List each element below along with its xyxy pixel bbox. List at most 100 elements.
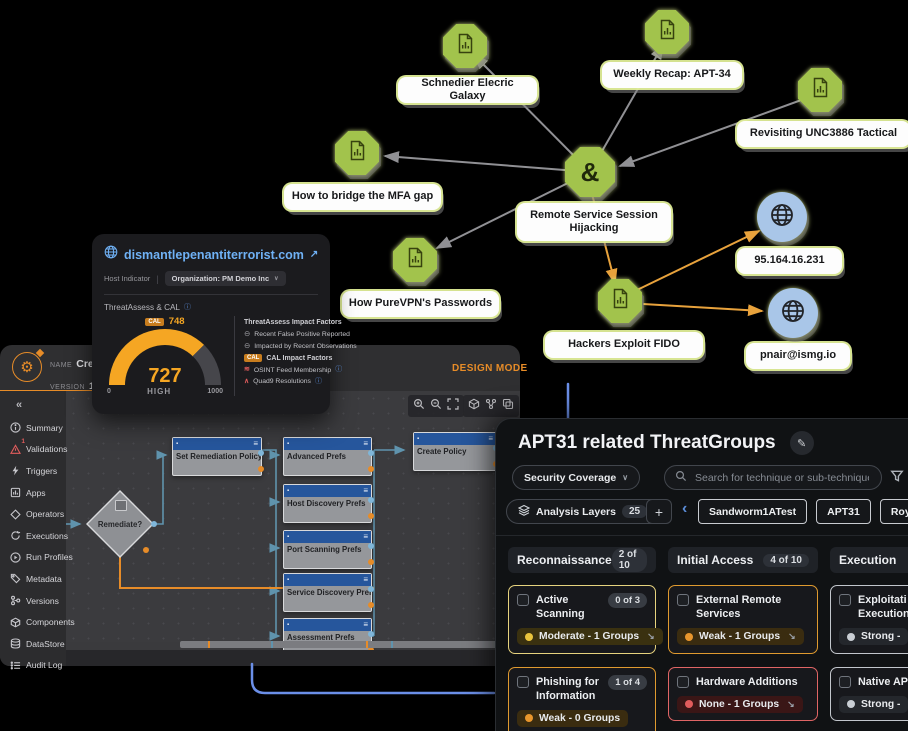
- checkbox[interactable]: [839, 594, 851, 606]
- graph-label-report[interactable]: How to bridge the MFA gap: [284, 184, 441, 210]
- menu-icon[interactable]: ≡: [363, 439, 368, 448]
- output-port[interactable]: [368, 543, 374, 549]
- and-operator-node[interactable]: &: [565, 147, 615, 197]
- menu-icon[interactable]: ≡: [488, 434, 493, 443]
- zoom-out-icon[interactable]: [430, 397, 442, 415]
- security-coverage-dropdown[interactable]: Security Coverage∨: [512, 465, 641, 490]
- coverage-badge[interactable]: Moderate - 1 Groups↘: [517, 628, 663, 646]
- sidebar-item-run-profiles[interactable]: Run Profiles: [0, 547, 73, 569]
- workflow-node[interactable]: ▪≡Service Discovery Prefs: [283, 573, 374, 612]
- sidebar-item-summary[interactable]: Summary: [0, 417, 66, 439]
- tab-royal-ransom[interactable]: Royal Ransomw: [879, 499, 908, 524]
- error-port[interactable]: [143, 547, 149, 553]
- coverage-badge[interactable]: None - 1 Groups↘: [677, 695, 803, 713]
- output-port[interactable]: [151, 521, 157, 527]
- cube-tool-icon[interactable]: [468, 397, 480, 415]
- output-port[interactable]: [368, 586, 374, 592]
- checkbox[interactable]: [839, 675, 851, 688]
- graph-label-report[interactable]: Hackers Exploit FIDO: [545, 332, 703, 358]
- sidebar-item-components[interactable]: Components: [0, 611, 75, 633]
- menu-icon[interactable]: ≡: [363, 620, 368, 629]
- checkbox[interactable]: [517, 594, 529, 606]
- sidebar-item-datastore[interactable]: DataStore: [0, 633, 66, 655]
- filter-icon[interactable]: [890, 469, 904, 488]
- error-port[interactable]: [368, 602, 374, 608]
- workflow-node[interactable]: ▪≡Port Scanning Prefs: [283, 530, 374, 569]
- sidebar-collapse-icon[interactable]: «: [16, 399, 23, 411]
- error-port[interactable]: [368, 559, 374, 565]
- sidebar-item-versions[interactable]: Versions: [0, 590, 66, 612]
- info-icon[interactable]: ⓘ: [314, 377, 322, 385]
- analysis-layers-dropdown[interactable]: Analysis Layers 25 ∨: [506, 499, 671, 524]
- graph-label-report[interactable]: Weekly Recap: APT-34: [602, 62, 742, 88]
- tab-apt31[interactable]: APT31: [816, 499, 871, 524]
- fit-view-icon[interactable]: [447, 397, 459, 415]
- canvas-minimap[interactable]: [180, 641, 516, 648]
- graph-label-report[interactable]: Revisiting UNC3886 Tactical: [737, 121, 908, 147]
- coverage-badge[interactable]: Weak - 1 Groups↘: [677, 628, 804, 646]
- ip-address-node[interactable]: [757, 192, 807, 242]
- technique-card[interactable]: External Remote Services Weak - 1 Groups…: [668, 585, 818, 654]
- sidebar-item-executions[interactable]: Executions: [0, 525, 68, 547]
- output-port[interactable]: [258, 450, 264, 456]
- report-node[interactable]: [798, 68, 842, 112]
- menu-icon[interactable]: ≡: [363, 575, 368, 584]
- coverage-badge[interactable]: Weak - 0 Groups: [517, 709, 629, 727]
- info-icon[interactable]: ⓘ: [335, 366, 343, 374]
- graph-label-report[interactable]: Schnedier Elecric Galaxy: [398, 77, 537, 103]
- checkbox[interactable]: [677, 675, 689, 688]
- tab-sandworm[interactable]: Sandworm1ATest: [698, 499, 808, 524]
- zoom-in-icon[interactable]: [413, 397, 425, 415]
- sidebar-item-apps[interactable]: Apps: [0, 482, 66, 504]
- copy-icon[interactable]: [502, 397, 514, 415]
- technique-search[interactable]: [664, 465, 882, 490]
- menu-icon[interactable]: ≡: [363, 532, 368, 541]
- workflow-node[interactable]: ▪≡Advanced Prefs: [283, 437, 374, 476]
- info-icon[interactable]: ⓘ: [184, 304, 191, 311]
- output-port[interactable]: [368, 631, 374, 637]
- graph-label-report[interactable]: How PureVPN's Passwords: [342, 291, 499, 317]
- sidebar-item-operators[interactable]: Operators: [0, 503, 66, 525]
- graph-label-ip[interactable]: 95.164.16.231: [737, 248, 842, 274]
- add-layer-button[interactable]: +: [646, 499, 672, 524]
- graph-label-email[interactable]: pnair@ismg.io: [746, 343, 850, 369]
- menu-icon[interactable]: ≡: [253, 439, 258, 448]
- host-domain[interactable]: dismantlepenantiterrorist.com: [124, 247, 304, 262]
- workflow-node[interactable]: ▪≡Set Remediation Policy: [172, 437, 264, 476]
- sidebar-item-triggers[interactable]: Triggers: [0, 460, 66, 482]
- report-node[interactable]: [645, 10, 689, 54]
- chevron-left-icon[interactable]: ‹: [682, 500, 688, 517]
- error-port[interactable]: [368, 513, 374, 519]
- report-node[interactable]: [443, 24, 487, 68]
- flow-layout-icon[interactable]: [485, 397, 497, 415]
- sidebar-item-metadata[interactable]: Metadata: [0, 568, 66, 590]
- organization-dropdown[interactable]: Organization: PM Demo Inc∨: [164, 271, 286, 286]
- error-port[interactable]: [368, 466, 374, 472]
- technique-card[interactable]: Exploitati Execution Strong -: [830, 585, 908, 654]
- error-port[interactable]: [258, 466, 264, 472]
- checkbox[interactable]: [517, 675, 529, 688]
- workflow-node[interactable]: ▪≡Create Policy: [413, 432, 499, 471]
- external-link-icon[interactable]: ↗: [309, 249, 319, 260]
- report-node[interactable]: [393, 238, 437, 282]
- coverage-badge[interactable]: Strong -: [839, 695, 908, 713]
- technique-card[interactable]: Native AP Strong -: [830, 666, 908, 722]
- graph-label-technique[interactable]: Remote Service Session Hijacking: [517, 203, 671, 241]
- workflow-node[interactable]: ▪≡Host Discovery Prefs: [283, 484, 374, 523]
- report-node[interactable]: [598, 279, 642, 323]
- output-port[interactable]: [368, 450, 374, 456]
- edit-icon[interactable]: ✎: [789, 431, 814, 455]
- sidebar-item-audit-log[interactable]: Audit Log: [0, 655, 66, 677]
- coverage-badge[interactable]: Strong -: [839, 628, 908, 646]
- menu-icon[interactable]: ≡: [363, 486, 368, 495]
- output-port[interactable]: [368, 497, 374, 503]
- technique-card[interactable]: Hardware Additions None - 1 Groups↘: [668, 666, 818, 722]
- search-input[interactable]: [693, 470, 871, 485]
- decision-node[interactable]: Remediate?: [86, 490, 157, 558]
- checkbox[interactable]: [677, 594, 689, 606]
- report-node[interactable]: [335, 131, 379, 175]
- email-address-node[interactable]: [768, 288, 818, 338]
